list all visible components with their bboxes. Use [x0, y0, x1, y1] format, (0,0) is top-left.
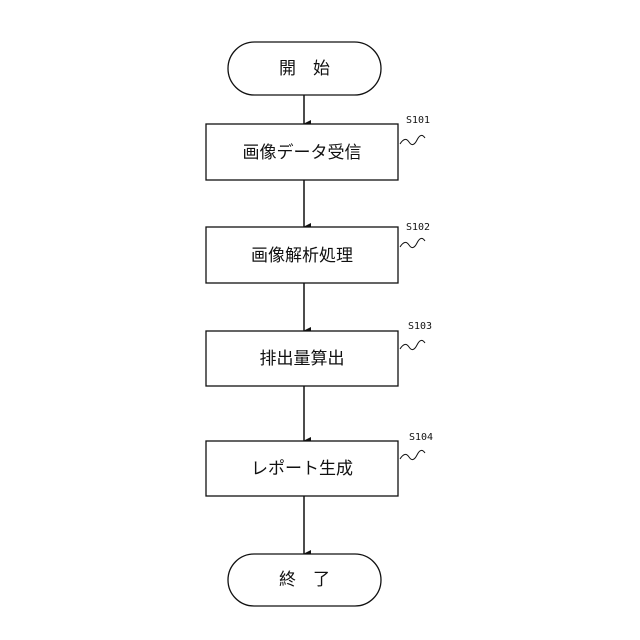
step-label-s102: 画像解析処理 [251, 246, 353, 266]
process-step-s104: レポート生成 S104 [206, 432, 433, 496]
step-id-s102: S102 [406, 222, 430, 233]
step-id-leader [400, 450, 425, 459]
process-step-s102: 画像解析処理 S102 [206, 222, 430, 283]
step-label-s101: 画像データ受信 [243, 142, 362, 163]
step-label-s104: レポート生成 [251, 459, 353, 479]
step-label-s103: 排出量算出 [260, 349, 345, 369]
start-label: 開 始 [279, 59, 330, 79]
step-id-leader [400, 238, 425, 247]
step-id-s104: S104 [409, 432, 433, 443]
end-terminal: 終 了 [228, 554, 381, 606]
process-step-s103: 排出量算出 S103 [206, 321, 432, 386]
step-id-s103: S103 [408, 321, 432, 332]
process-step-s101: 画像データ受信 S101 [206, 115, 430, 180]
step-id-leader [400, 135, 425, 144]
step-id-leader [400, 340, 425, 349]
step-id-s101: S101 [406, 115, 430, 126]
end-label: 終 了 [279, 570, 330, 590]
start-terminal: 開 始 [228, 42, 381, 95]
